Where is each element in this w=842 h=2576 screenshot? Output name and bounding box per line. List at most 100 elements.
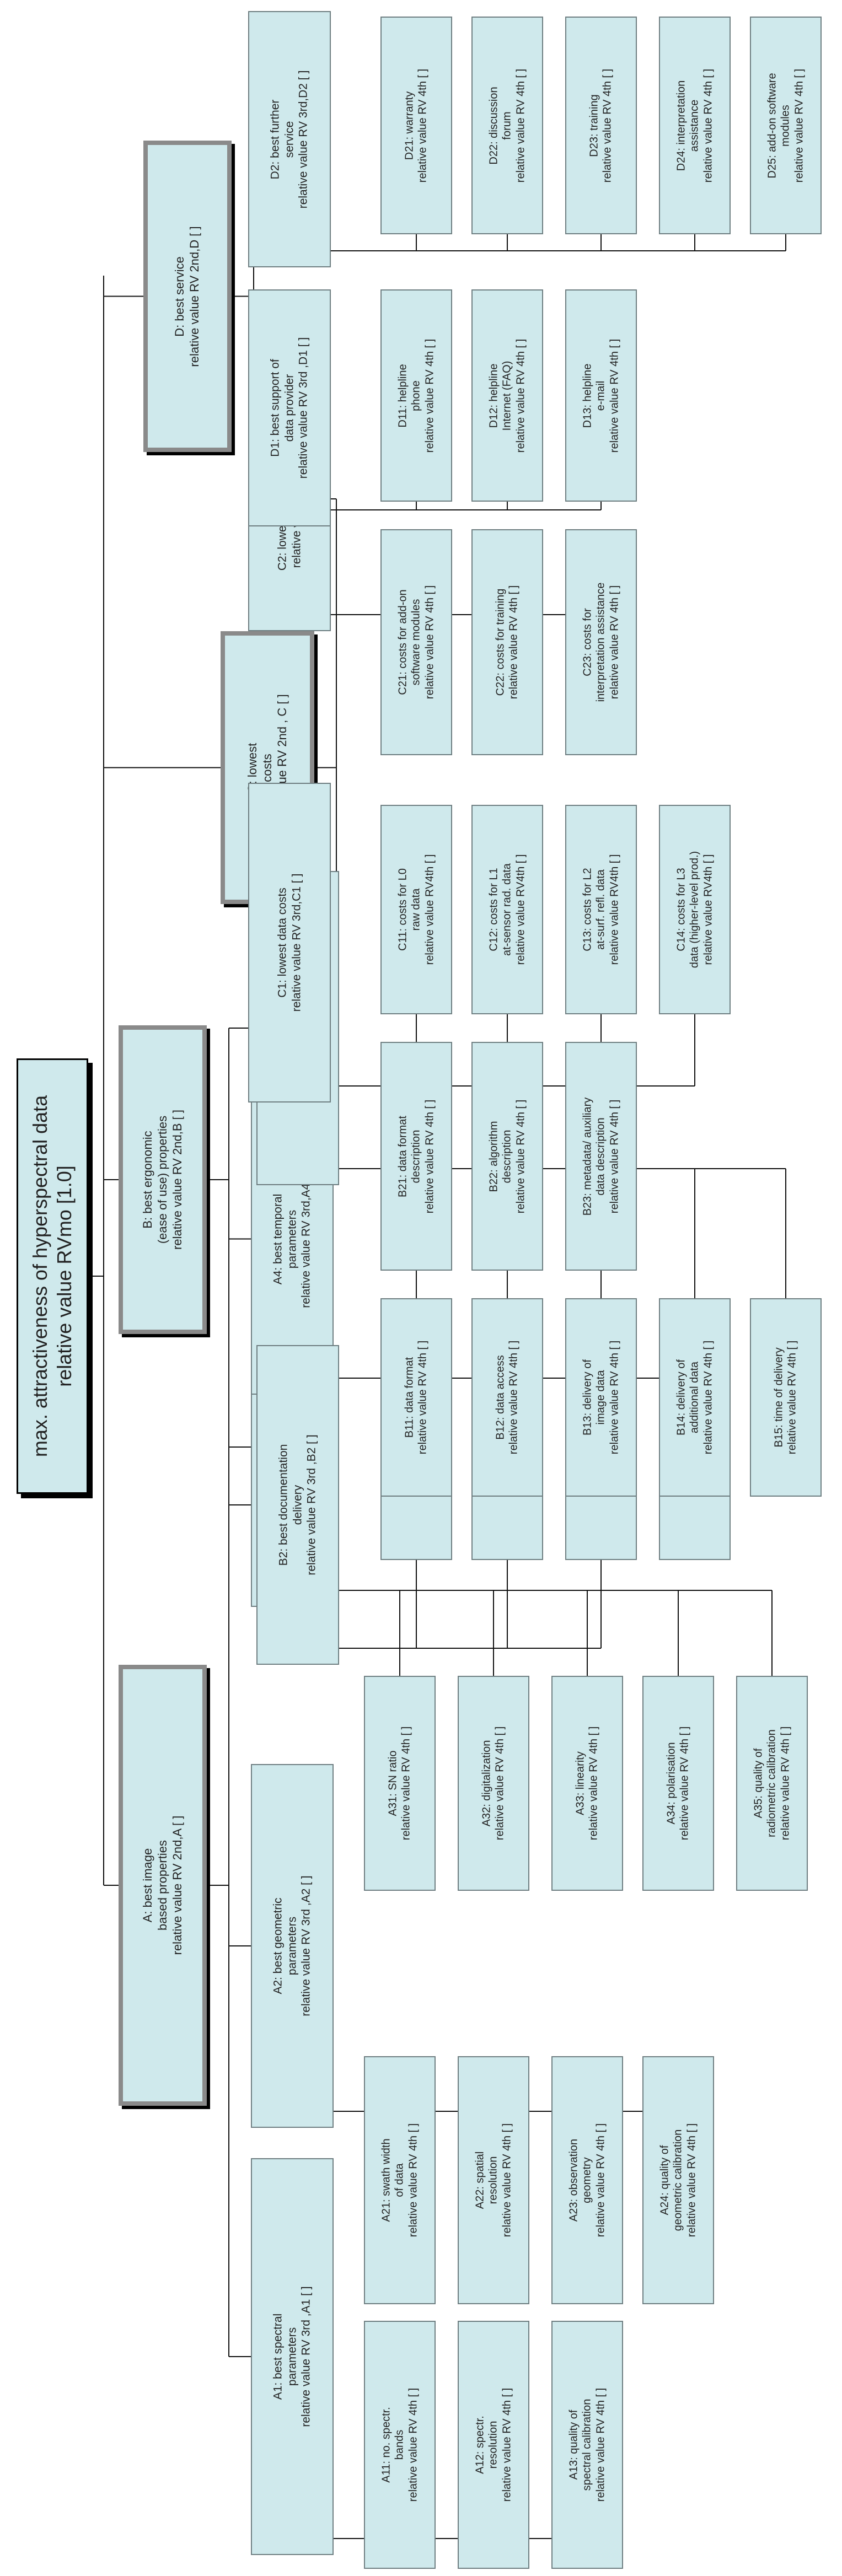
node-a34-line-2: relative value RV 4th [ ]	[679, 1726, 691, 1841]
group-b-line-1: B: best ergonomic	[140, 1131, 154, 1229]
node-d2-line-1: D2: best further	[269, 99, 282, 179]
node-a1-line-3: relative value RV 3rd ,A1 [ ]	[299, 2286, 313, 2427]
node-d12-line-1: D12: helpline	[487, 363, 500, 428]
node-a2-line-2: parameters	[286, 1916, 299, 1976]
node-d22-line-3: relative value RV 4th [ ]	[514, 68, 527, 182]
node-b14-line-1: B14: delivery of	[675, 1359, 688, 1435]
node-d25-line-3: relative value RV 4th [ ]	[793, 68, 806, 182]
node-b22-line-1: B22: algorithm	[487, 1121, 500, 1192]
node-d13-line-1: D13: helpline	[581, 363, 594, 428]
node-c21-line-3: relative value RV 4th [ ]	[423, 585, 436, 700]
node-b23-line-1: B23: metadata/ auxiliary	[581, 1097, 594, 1216]
node-b12-line-1: B12: data access	[494, 1355, 507, 1440]
node-d24-line-3: relative value RV 4th [ ]	[702, 68, 715, 182]
node-d21-line-2: relative value RV 4th [ ]	[417, 68, 429, 182]
node-b13-line-3: relative value RV 4th [ ]	[608, 1340, 621, 1455]
node-d11-line-2: phone	[410, 380, 422, 411]
node-a23-line-1: A23: observation	[567, 2138, 580, 2222]
node-c23-line-2: interpretation assistance	[594, 582, 607, 702]
node-c14-line-2: data (higher-level prod.)	[688, 851, 701, 969]
node-b14-line-3: relative value RV 4th [ ]	[702, 1340, 715, 1455]
node-c14-line-1: C14: costs for L3	[675, 868, 688, 951]
node-c12-line-2: at-sensor rad. data	[501, 863, 513, 956]
node-c23-line-1: C23: costs for	[581, 608, 594, 676]
group-a-line-2: based properties	[155, 1840, 169, 1930]
group-b: B: best ergonomic(ease of use) propertie…	[119, 1025, 207, 1334]
node-c21-line-1: C21: costs for add-on	[396, 589, 409, 695]
node-b22-line-3: relative value RV 4th [ ]	[514, 1099, 527, 1213]
node-b23-line-3: relative value RV 4th [ ]	[608, 1099, 621, 1213]
node-d23-line-2: relative value RV 4th [ ]	[602, 68, 614, 182]
node-a34-line-1: A34: polarisation	[665, 1742, 678, 1825]
node-d25-line-1: D25: add-on software	[766, 72, 779, 179]
node-b13-line-2: image data	[594, 1370, 607, 1425]
group-a-line-1: A: best image	[140, 1848, 154, 1923]
node-a1-line-1: A1: best spectral	[271, 2313, 285, 2400]
node-c11-line-2: raw data	[410, 888, 422, 931]
node-c14-line-3: relative value RV4th [ ]	[702, 854, 715, 965]
node-a32-line-2: relative value RV 4th [ ]	[494, 1726, 506, 1841]
node-a12-line-3: relative value RV 4th [ ]	[501, 2387, 513, 2502]
node-a21-line-3: relative value RV 4th [ ]	[407, 2123, 420, 2238]
node-b23-line-2: data description	[594, 1117, 607, 1196]
node-c1-line-2: relative value RV 3rd,C1 [ ]	[290, 873, 303, 1012]
group-b-text: B: best ergonomic(ease of use) propertie…	[141, 1110, 185, 1250]
node-b22-line-2: description	[501, 1130, 513, 1183]
node-a13-line-3: relative value RV 4th [ ]	[594, 2387, 607, 2502]
node-b11-line-2: relative value RV 4th [ ]	[417, 1340, 429, 1455]
group-a-line-3: relative value RV 2nd,A [ ]	[170, 1815, 184, 1955]
node-a11-line-1: A11: no. spectr.	[380, 2407, 393, 2483]
node-d12-line-3: relative value RV 4th [ ]	[514, 338, 527, 453]
node-a23-line-2: geometry	[581, 2157, 593, 2203]
